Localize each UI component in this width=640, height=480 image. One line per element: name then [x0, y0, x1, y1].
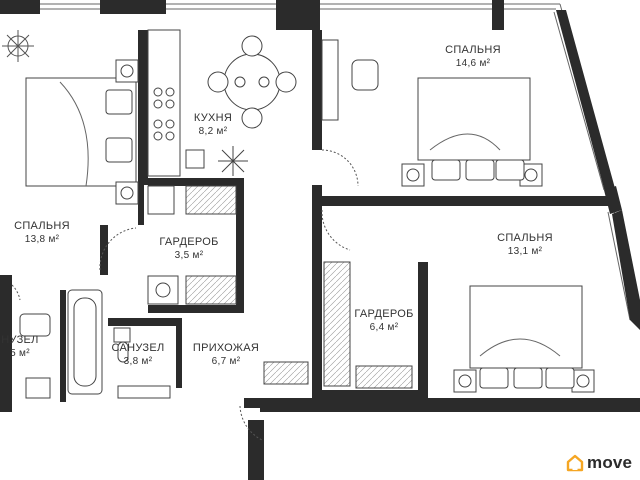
bed-2: [417, 77, 531, 161]
room-name: СПАЛЬНЯ: [445, 44, 501, 56]
room-area: 13,8 м²: [24, 234, 60, 245]
dining-table: [207, 35, 297, 129]
desk: [321, 39, 339, 121]
room-label-kitchen: КУХНЯ 8,2 м²: [194, 112, 232, 138]
brand-name: move: [587, 453, 633, 472]
room-area: 6,7 м²: [211, 356, 241, 367]
room-label-hallway: ПРИХОЖАЯ 6,7 м²: [193, 342, 259, 368]
room-label-bathroom-1: НУЗЕЛ 5 м²: [1, 334, 38, 360]
room-label-bedroom-1: СПАЛЬНЯ 13,8 м²: [14, 220, 70, 246]
furniture: [2, 29, 595, 399]
kitchen-worktop: [147, 29, 181, 177]
room-label-bedroom-2: СПАЛЬНЯ 14,6 м²: [445, 44, 501, 70]
room-area: 13,1 м²: [507, 246, 543, 257]
brand-logo: move: [566, 452, 632, 474]
doors: [11, 149, 359, 441]
room-name: ГАРДЕРОБ: [159, 236, 219, 248]
room-name: ГАРДЕРОБ: [354, 308, 414, 320]
room-area: 8,2 м²: [198, 126, 228, 137]
room-area: 5 м²: [10, 348, 30, 359]
room-area: 6,4 м²: [369, 322, 399, 333]
plant-icon: [2, 30, 34, 62]
wardrobe-2-rack: [323, 261, 351, 387]
room-label-bedroom-3: СПАЛЬНЯ 13,1 м²: [497, 232, 553, 258]
room-name: КУХНЯ: [193, 112, 233, 124]
room-area: 14,6 м²: [455, 58, 491, 69]
room-name: СПАЛЬНЯ: [14, 220, 70, 232]
room-label-wardrobe-1: ГАРДЕРОБ 3,5 м²: [159, 236, 218, 262]
house-icon: [566, 454, 584, 472]
lamp-icon: [115, 59, 595, 393]
room-name: САНУЗЕЛ: [111, 342, 165, 354]
room-name: НУЗЕЛ: [1, 334, 39, 346]
room-name: ПРИХОЖАЯ: [192, 342, 260, 354]
room-area: 3,5 м²: [174, 250, 204, 261]
room-name: СПАЛЬНЯ: [497, 232, 553, 244]
wardrobe-1-rack: [185, 185, 237, 215]
room-label-wardrobe-2: ГАРДЕРОБ 6,4 м²: [354, 308, 413, 334]
bed-3: [469, 285, 583, 369]
room-label-bathroom-2: САНУЗЕЛ 3,8 м²: [111, 342, 164, 368]
room-area: 3,8 м²: [123, 356, 153, 367]
